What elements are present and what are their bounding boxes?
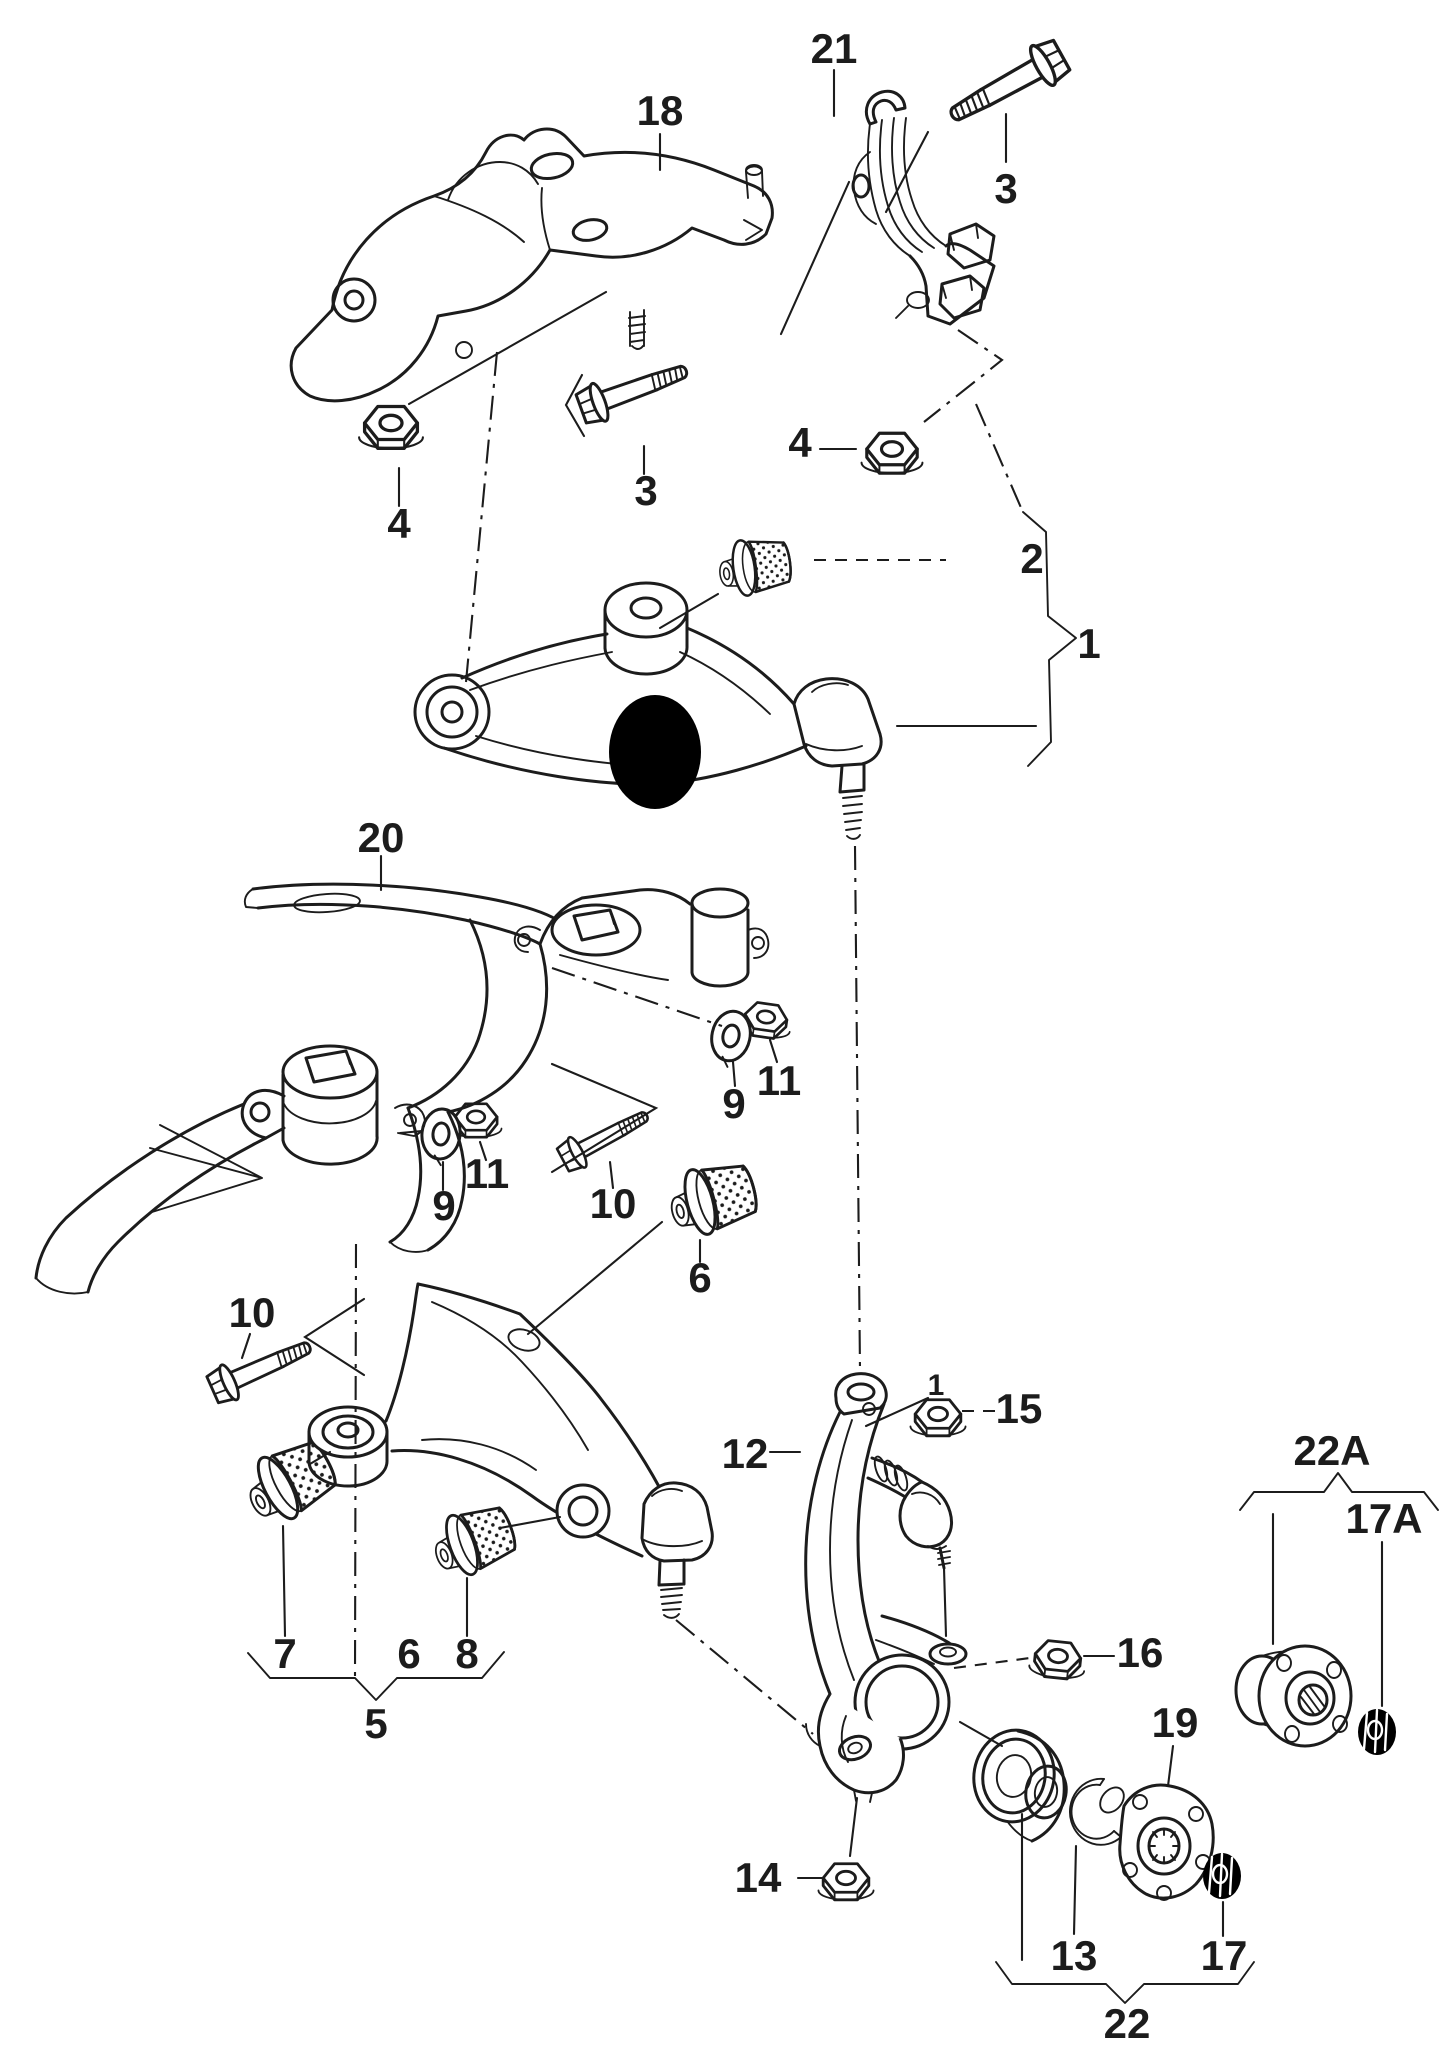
- callout-3-top: 3: [994, 165, 1017, 212]
- callout-17: 17: [1201, 1932, 1248, 1979]
- callout-7: 7: [273, 1630, 296, 1677]
- callout-15: 15: [996, 1385, 1043, 1432]
- nut-14: [817, 1862, 875, 1902]
- lower-control-arm-5: [307, 1282, 714, 1619]
- diagram-artwork: [34, 33, 1439, 2004]
- knuckle-12: [804, 1372, 968, 1803]
- callout-1-knuckle: 1: [928, 1369, 945, 1402]
- axle-nut-17A: [1356, 1707, 1398, 1757]
- bushing-8: [423, 1496, 523, 1586]
- callout-4-left: 4: [387, 500, 411, 547]
- callout-13: 13: [1051, 1932, 1098, 1979]
- callout-4-right: 4: [788, 419, 812, 466]
- callout-9-right: 9: [722, 1080, 745, 1127]
- bolt-3-mid: [572, 350, 695, 430]
- retaining-plate-21: [851, 89, 996, 326]
- callout-18: 18: [637, 87, 684, 134]
- callout-22A: 22A: [1293, 1427, 1370, 1474]
- washer-9-left: [417, 1105, 465, 1169]
- callout-14: 14: [735, 1854, 782, 1901]
- nut-4-right: [859, 431, 925, 475]
- nut-4-left: [357, 404, 425, 450]
- callout-12: 12: [722, 1430, 769, 1477]
- upper-bracket-18: [289, 127, 774, 403]
- callout-6-bottom: 6: [397, 1630, 420, 1677]
- callout-11-right: 11: [757, 1057, 801, 1104]
- wheel-bearing-13: [972, 1728, 1068, 1843]
- upper-control-arm-1: [413, 581, 883, 840]
- callout-3-mid: 3: [634, 467, 657, 514]
- callout-22: 22: [1104, 2000, 1151, 2046]
- callout-16: 16: [1117, 1629, 1164, 1676]
- bushing-6-right: [661, 1154, 764, 1244]
- callout-17A: 17A: [1345, 1495, 1422, 1542]
- tie-rod-end: [866, 1455, 954, 1638]
- leader-lines: [240, 68, 1439, 2004]
- callout-10-right: 10: [590, 1180, 637, 1227]
- axle-nut-17: [1201, 1851, 1243, 1901]
- nut-16: [1026, 1637, 1089, 1683]
- callout-2: 2: [1020, 535, 1043, 582]
- callout-20: 20: [358, 814, 405, 861]
- bolt-10-right: [553, 1099, 657, 1177]
- callout-6-right: 6: [688, 1254, 711, 1301]
- bolt-10-left: [203, 1327, 319, 1409]
- snap-ring: [1068, 1777, 1122, 1846]
- callout-10-left: 10: [229, 1289, 276, 1336]
- nut-15: [909, 1398, 967, 1438]
- callout-5: 5: [364, 1700, 387, 1747]
- callout-19: 19: [1152, 1699, 1199, 1746]
- wheel-hub-19: [1099, 1783, 1215, 1901]
- subframe-20: [34, 882, 770, 1295]
- hub-unit-22A: [1234, 1644, 1353, 1748]
- callout-8: 8: [455, 1630, 478, 1677]
- callout-21: 21: [811, 25, 858, 72]
- redaction-dot: [609, 695, 701, 809]
- callout-9-left: 9: [432, 1182, 455, 1229]
- bushing-2: [714, 532, 795, 601]
- callout-11-left: 11: [465, 1150, 509, 1197]
- callout-1: 1: [1077, 620, 1100, 667]
